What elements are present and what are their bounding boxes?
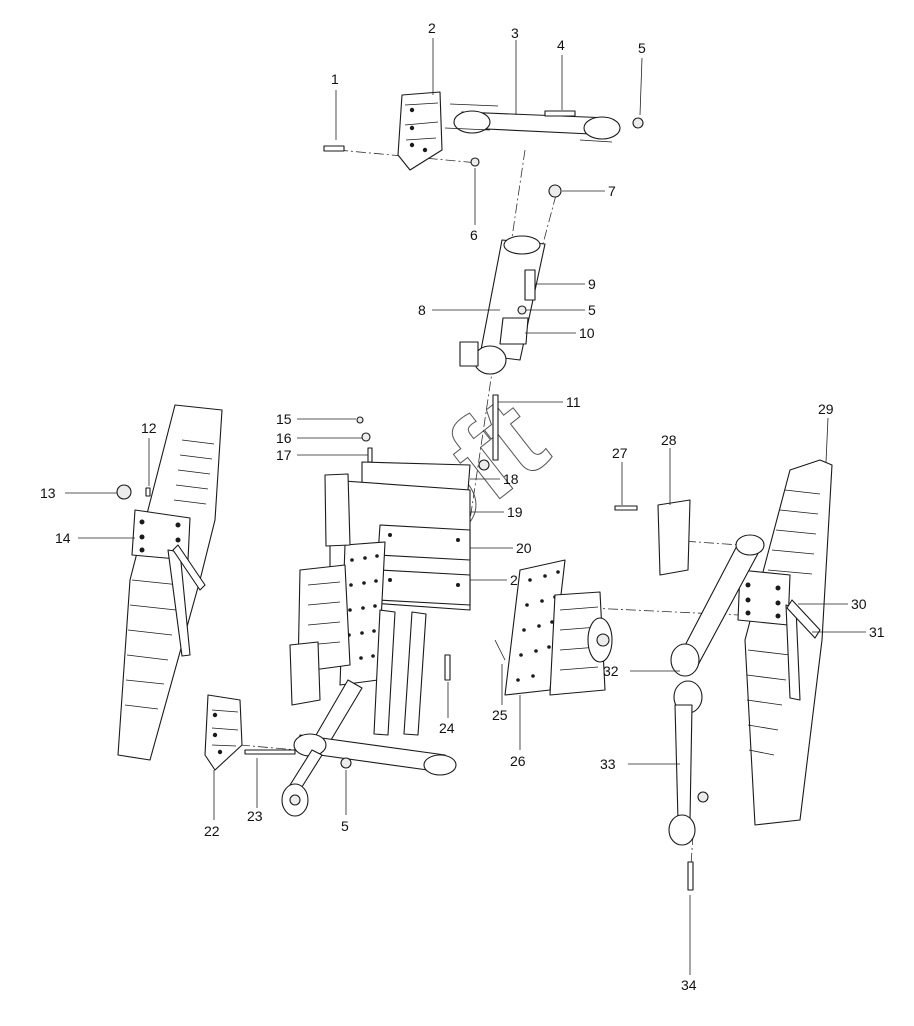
callout-2b: 2 xyxy=(510,572,518,588)
callout-labels: 1 2 3 4 5 6 7 8 9 5 10 11 12 13 14 15 16… xyxy=(40,20,885,993)
callout-14: 14 xyxy=(55,530,71,546)
right-drive-housing xyxy=(549,591,613,696)
callout-9: 9 xyxy=(588,276,596,292)
lower-frame-legs xyxy=(311,609,427,751)
callout-5b: 5 xyxy=(588,302,596,318)
callout-33: 33 xyxy=(600,756,616,772)
callout-26: 26 xyxy=(510,753,526,769)
callout-29: 29 xyxy=(818,401,834,417)
top-fasteners xyxy=(323,110,644,198)
callout-5: 5 xyxy=(638,40,646,56)
callout-34: 34 xyxy=(681,977,697,993)
callout-10: 10 xyxy=(579,325,595,341)
callout-22: 22 xyxy=(204,823,220,839)
callout-30: 30 xyxy=(851,596,867,612)
callout-18: 18 xyxy=(503,471,519,487)
callout-5c: 5 xyxy=(341,818,349,834)
callout-23: 23 xyxy=(247,808,263,824)
top-crossbar xyxy=(444,103,621,143)
callout-8: 8 xyxy=(418,302,426,318)
right-mount-bracket xyxy=(614,499,691,576)
callout-11: 11 xyxy=(566,394,581,410)
bottom-crossbar xyxy=(244,733,457,776)
callout-27: 27 xyxy=(612,445,628,461)
callout-20: 20 xyxy=(516,540,532,556)
callout-32: 32 xyxy=(603,663,619,679)
long-bolt xyxy=(478,394,499,471)
callout-12: 12 xyxy=(141,420,157,436)
top-clamp-bracket xyxy=(397,91,443,171)
callout-4: 4 xyxy=(557,37,565,53)
right-side-plate xyxy=(504,559,566,696)
left-drive-housing xyxy=(289,473,351,706)
right-suspension-arms xyxy=(668,534,765,891)
callout-6: 6 xyxy=(470,227,478,243)
callout-16: 16 xyxy=(276,430,292,446)
left-track xyxy=(116,404,223,761)
callout-15: 15 xyxy=(276,411,292,427)
callout-31: 31 xyxy=(869,624,885,640)
leader-lines xyxy=(65,38,866,975)
callout-24: 24 xyxy=(439,720,455,736)
callout-28: 28 xyxy=(661,432,677,448)
callout-1: 1 xyxy=(331,71,339,87)
callout-13: 13 xyxy=(40,485,56,501)
vertical-link-arm xyxy=(459,235,546,375)
right-track xyxy=(737,459,833,826)
bottom-clamp-bracket xyxy=(204,694,243,771)
callout-7: 7 xyxy=(608,183,616,199)
bottom-suspension-arm xyxy=(281,749,323,817)
callout-25: 25 xyxy=(492,707,508,723)
callout-17: 17 xyxy=(276,447,292,463)
callout-2: 2 xyxy=(428,20,436,36)
callout-3: 3 xyxy=(511,25,519,41)
callout-19: 19 xyxy=(507,504,523,520)
